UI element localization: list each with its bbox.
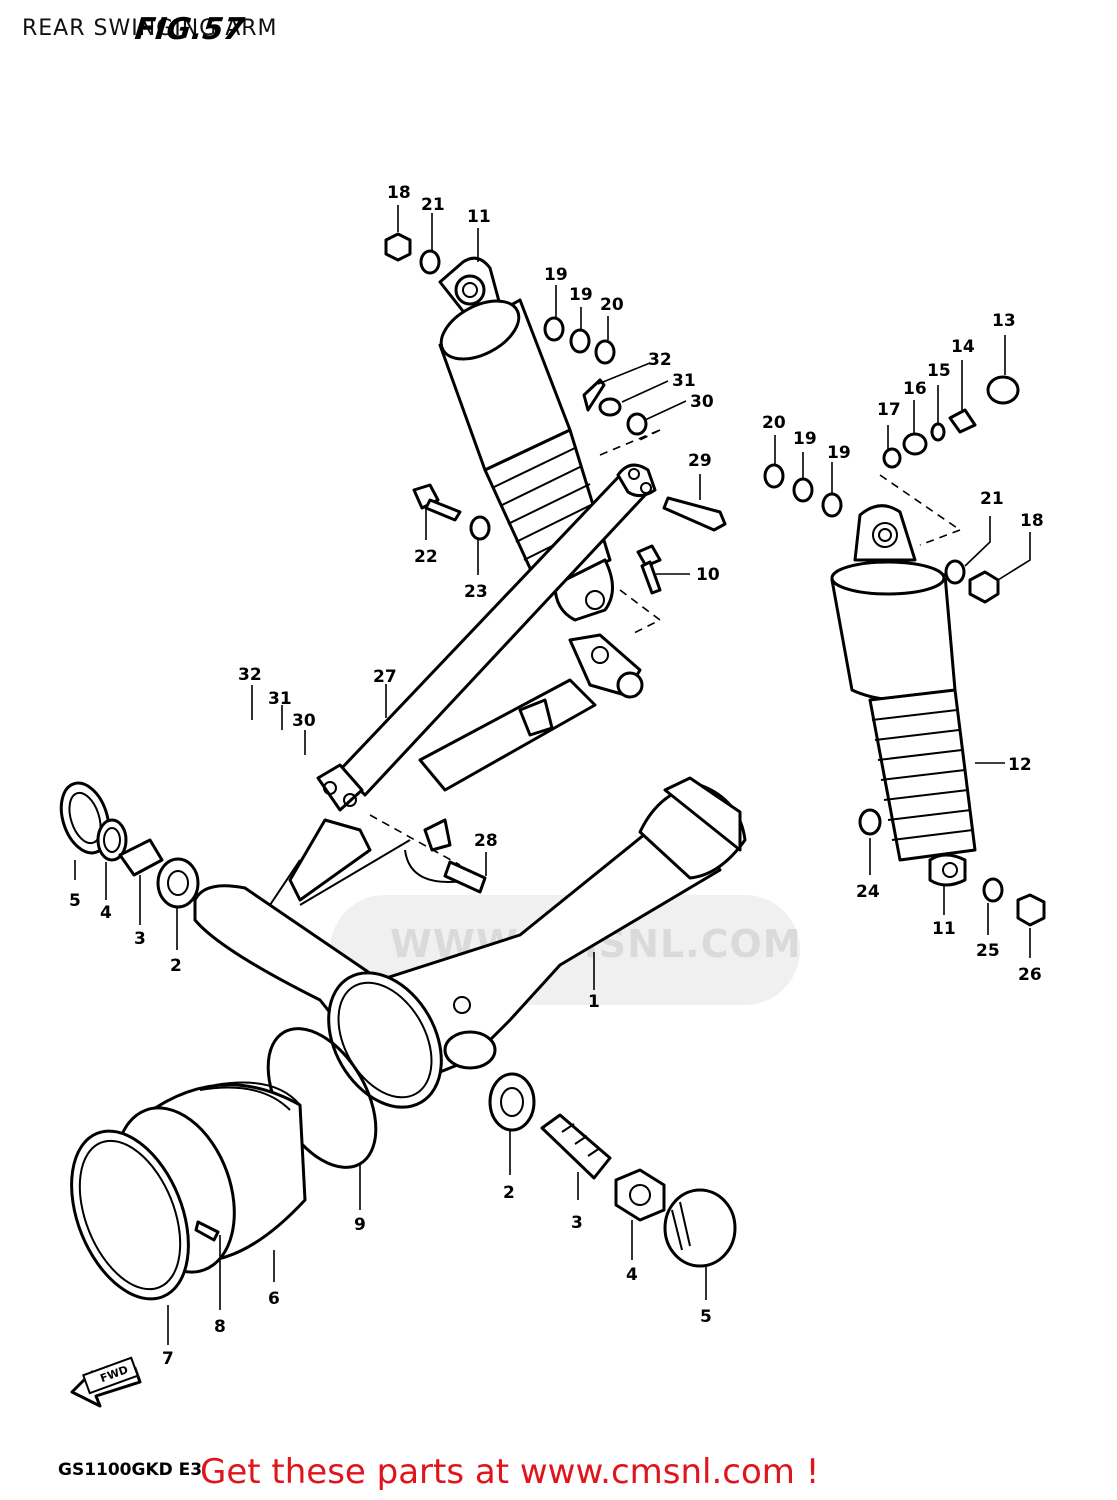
callout-20: 20 [600, 295, 624, 315]
callout-1: 1 [588, 992, 600, 1012]
callout-3: 3 [571, 1213, 583, 1233]
callout-19: 19 [544, 265, 568, 285]
left-shock-absorber [438, 256, 614, 622]
callout-16: 16 [903, 379, 927, 399]
callout-27: 27 [373, 667, 397, 687]
callout-29: 29 [688, 451, 712, 471]
callout-19: 19 [827, 443, 851, 463]
callout-11: 11 [467, 207, 491, 227]
callout-11: 11 [932, 919, 956, 939]
callout-2: 2 [170, 956, 182, 976]
callout-19: 19 [793, 429, 817, 449]
callout-26: 26 [1018, 965, 1042, 985]
callout-10: 10 [696, 565, 720, 585]
callout-21: 21 [980, 489, 1004, 509]
callout-3: 3 [134, 929, 146, 949]
boot-and-clamps [70, 1027, 378, 1301]
model-code: GS1100GKD E3 [58, 1460, 203, 1480]
callout-18: 18 [1020, 511, 1044, 531]
callout-14: 14 [951, 337, 975, 357]
callout-5: 5 [700, 1307, 712, 1327]
callout-20: 20 [762, 413, 786, 433]
callout-5: 5 [69, 891, 81, 911]
torque-bracket [418, 633, 644, 852]
get-parts-link[interactable]: Get these parts at www.cmsnl.com ! [200, 1452, 820, 1492]
callout-17: 17 [877, 400, 901, 420]
callout-4: 4 [100, 903, 112, 923]
callout-4: 4 [626, 1265, 638, 1285]
right-pivot-parts [488, 1072, 737, 1268]
callout-32: 32 [648, 350, 672, 370]
upper-right-hardware [763, 375, 1046, 927]
callout-labels: 18 21 11 19 19 20 32 31 30 29 22 23 10 1… [69, 183, 1044, 1369]
callout-7: 7 [162, 1349, 174, 1369]
callout-12: 12 [1008, 755, 1032, 775]
right-shock-absorber [830, 504, 977, 887]
bolts-middle [412, 483, 727, 595]
callout-30: 30 [292, 711, 316, 731]
callout-32: 32 [238, 665, 262, 685]
callout-30: 30 [690, 392, 714, 412]
callout-18: 18 [387, 183, 411, 203]
callout-25: 25 [976, 941, 1000, 961]
callout-6: 6 [268, 1289, 280, 1309]
callout-28: 28 [474, 831, 498, 851]
callout-24: 24 [856, 882, 880, 902]
callout-31: 31 [672, 371, 696, 391]
leader-lines [74, 205, 1031, 1345]
callout-15: 15 [927, 361, 951, 381]
section-title: REAR SWINGING ARM [22, 16, 278, 41]
callout-22: 22 [414, 547, 438, 567]
callout-8: 8 [214, 1317, 226, 1337]
torque-link-rod [316, 463, 657, 812]
exploded-parts-diagram: 18 21 11 19 19 20 32 31 30 29 22 23 10 1… [59, 183, 1046, 1408]
callout-21: 21 [421, 195, 445, 215]
upper-left-hardware [384, 232, 648, 436]
callout-23: 23 [464, 582, 488, 602]
callout-2: 2 [503, 1183, 515, 1203]
left-pivot-parts [59, 781, 200, 909]
callout-31: 31 [268, 689, 292, 709]
assembly-lines [369, 429, 961, 866]
callout-13: 13 [992, 311, 1016, 331]
swinging-arm [193, 776, 747, 1109]
callout-19: 19 [569, 285, 593, 305]
callout-9: 9 [354, 1215, 366, 1235]
